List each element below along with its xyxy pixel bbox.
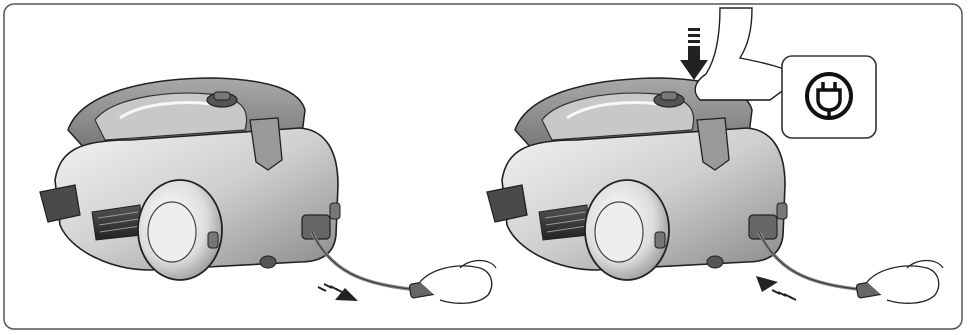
front-bumper (40, 185, 80, 222)
vacuum-cleaner (487, 78, 787, 280)
plug-button-callout (782, 56, 876, 138)
front-bumper (487, 185, 527, 222)
rear-wheel (138, 180, 222, 280)
vacuum-cleaner (40, 78, 340, 280)
cord-outlet (749, 215, 777, 239)
cord-outlet (302, 215, 330, 239)
rear-wheel (585, 180, 669, 280)
